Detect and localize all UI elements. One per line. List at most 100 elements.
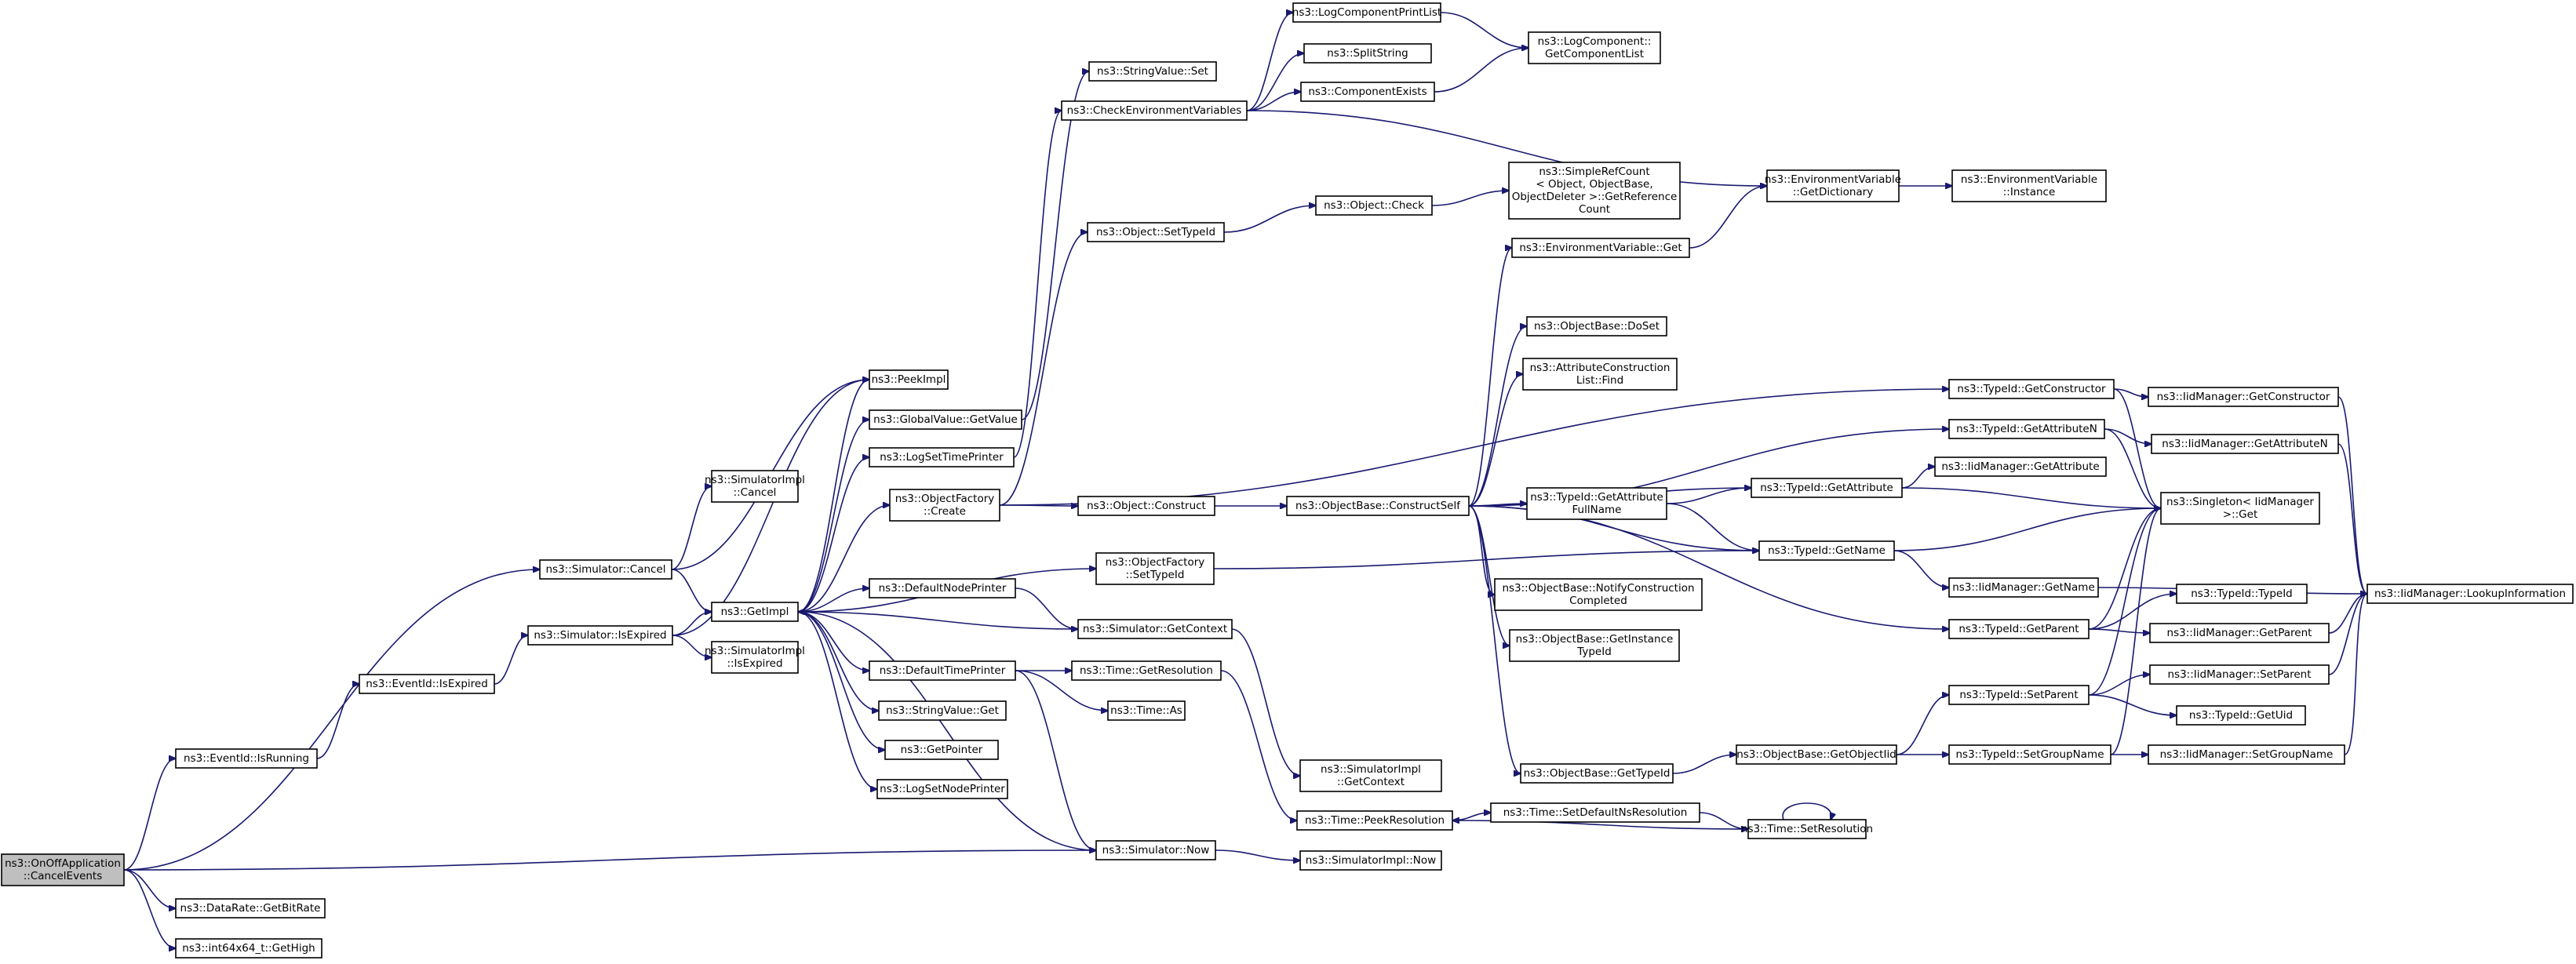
function-node[interactable]: ns3::SimulatorImpl::GetContext bbox=[1299, 759, 1442, 792]
function-node[interactable]: ns3::EnvironmentVariable::Instance bbox=[1951, 169, 2107, 202]
node-label: ns3::IidManager::LookupInformation bbox=[2374, 587, 2566, 600]
function-node[interactable]: ns3::Time::GetResolution bbox=[1071, 660, 1222, 681]
function-node[interactable]: ns3::DefaultNodePrinter bbox=[869, 578, 1016, 598]
node-label: ns3::ObjectBase::GetTypeId bbox=[1524, 767, 1671, 780]
function-node[interactable]: ns3::Simulator::IsExpired bbox=[527, 625, 673, 646]
function-node[interactable]: ns3::SplitString bbox=[1303, 43, 1432, 64]
function-node[interactable]: ns3::Object::SetTypeId bbox=[1087, 222, 1225, 242]
edge-n54-n60 bbox=[2088, 508, 2161, 696]
function-node[interactable]: ns3::IidManager::GetAttributeN bbox=[2151, 434, 2339, 454]
call-edge bbox=[1246, 13, 1293, 111]
function-node[interactable]: ns3::TypeId::GetConstructor bbox=[1948, 379, 2115, 399]
function-node[interactable]: ns3::Object::Construct bbox=[1077, 496, 1215, 516]
function-node[interactable]: ns3::SimulatorImpl::Cancel bbox=[705, 470, 805, 503]
function-node[interactable]: ns3::TypeId::GetName bbox=[1758, 540, 1895, 561]
function-node[interactable]: ns3::SimpleRefCount< Object, ObjectBase,… bbox=[1508, 162, 1681, 220]
function-node[interactable]: ns3::EnvironmentVariable::Get bbox=[1511, 238, 1690, 258]
node-box bbox=[1948, 685, 2090, 705]
edge-n24-n48 bbox=[1246, 110, 1767, 186]
function-node[interactable]: ns3::TypeId::TypeId bbox=[2176, 584, 2308, 604]
function-node[interactable]: ns3::IidManager::LookupInformation bbox=[2366, 584, 2574, 604]
function-node[interactable]: ns3::Simulator::Now bbox=[1095, 840, 1216, 860]
function-node[interactable]: ns3::LogComponent::GetComponentList bbox=[1528, 31, 1661, 64]
function-node[interactable]: ns3::Simulator::Cancel bbox=[539, 559, 672, 580]
call-edge bbox=[671, 569, 712, 612]
function-node[interactable]: ns3::StringValue::Set bbox=[1088, 61, 1217, 82]
node-box bbox=[889, 489, 1000, 522]
function-node[interactable]: ns3::StringValue::Get bbox=[878, 700, 1007, 721]
function-node[interactable]: ns3::ObjectFactory::SetTypeId bbox=[1095, 552, 1215, 585]
node-label: ns3::Object::Check bbox=[1324, 199, 1424, 212]
function-node[interactable]: ns3::IidManager::SetGroupName bbox=[2148, 744, 2345, 765]
node-box bbox=[1511, 238, 1690, 258]
function-node[interactable]: ns3::GetImpl bbox=[711, 602, 799, 622]
node-label: ns3::SimulatorImpl bbox=[705, 474, 805, 486]
function-node[interactable]: ns3::ObjectBase::GetObjectIid bbox=[1736, 744, 1897, 765]
function-node[interactable]: ns3::EventId::IsExpired bbox=[359, 674, 495, 694]
function-node[interactable]: ns3::ObjectBase::DoSet bbox=[1526, 316, 1667, 336]
call-edge bbox=[798, 612, 1097, 851]
call-edge bbox=[1468, 505, 1495, 595]
function-node[interactable]: ns3::GlobalValue::GetValue bbox=[869, 409, 1022, 430]
function-node[interactable]: ns3::ObjectBase::GetTypeId bbox=[1520, 763, 1674, 784]
node-box bbox=[175, 748, 318, 769]
function-node[interactable]: ns3::ObjectFactory::Create bbox=[889, 489, 1000, 522]
function-node[interactable]: ns3::EventId::IsRunning bbox=[175, 748, 318, 769]
node-label: ns3::TypeId::SetParent bbox=[1959, 689, 2078, 701]
function-node[interactable]: ns3::Object::Check bbox=[1315, 195, 1433, 216]
function-node[interactable]: ns3::Time::SetDefaultNsResolution bbox=[1490, 802, 1700, 823]
function-node[interactable]: ns3::IidManager::GetName bbox=[1948, 577, 2099, 598]
function-node[interactable]: ns3::ComponentExists bbox=[1300, 82, 1435, 102]
function-node[interactable]: ns3::Time::PeekResolution bbox=[1296, 810, 1453, 831]
function-node[interactable]: ns3::IidManager::GetAttribute bbox=[1934, 457, 2107, 477]
function-node[interactable]: ns3::PeekImpl bbox=[869, 369, 949, 390]
call-edge bbox=[1468, 248, 1512, 507]
edge-n2-n9 bbox=[316, 684, 359, 759]
function-node[interactable]: ns3::Time::As bbox=[1107, 700, 1186, 721]
function-node[interactable]: ns3::ObjectBase::ConstructSelf bbox=[1286, 496, 1470, 516]
function-node[interactable]: ns3::EnvironmentVariable::GetDictionary bbox=[1765, 169, 1901, 202]
call-edge bbox=[797, 420, 869, 613]
function-node[interactable]: ns3::TypeId::GetAttributeN bbox=[1948, 419, 2105, 439]
function-node[interactable]: ns3::IidManager::GetConstructor bbox=[2148, 387, 2339, 407]
node-box bbox=[1747, 819, 1867, 839]
function-node[interactable]: ns3::Time::SetResolution bbox=[1741, 819, 1873, 839]
node-label: ns3::LogSetTimePrinter bbox=[880, 451, 1004, 464]
function-node[interactable]: ns3::TypeId::GetParent bbox=[1948, 619, 2090, 639]
function-node[interactable]: ns3::IidManager::SetParent bbox=[2149, 664, 2330, 685]
function-node[interactable]: ns3::CheckEnvironmentVariables bbox=[1061, 100, 1248, 121]
function-node[interactable]: ns3::int64x64_t::GetHigh bbox=[175, 938, 322, 959]
function-node[interactable]: ns3::DataRate::GetBitRate bbox=[175, 898, 326, 919]
function-node[interactable]: ns3::LogSetTimePrinter bbox=[869, 447, 1015, 467]
edge-n46-n47 bbox=[1672, 755, 1736, 774]
function-node[interactable]: ns3::Singleton< IidManager>::Get bbox=[2160, 492, 2320, 525]
function-node[interactable]: ns3::IidManager::GetParent bbox=[2149, 623, 2330, 643]
function-node[interactable]: ns3::TypeId::GetAttribute bbox=[1751, 478, 1903, 498]
function-node[interactable]: ns3::DefaultTimePrinter bbox=[869, 660, 1016, 681]
node-box bbox=[869, 409, 1022, 430]
node-box bbox=[1951, 169, 2107, 202]
node-box bbox=[539, 559, 672, 580]
function-node[interactable]: ns3::ObjectBase::NotifyConstructionCompl… bbox=[1494, 578, 1703, 611]
edge-n30-n36 bbox=[1452, 813, 1491, 821]
node-label: ns3::TypeId::GetAttribute bbox=[1530, 491, 1663, 504]
function-node[interactable]: ns3::TypeId::SetGroupName bbox=[1948, 744, 2111, 765]
edge-n43-n52 bbox=[1666, 503, 1759, 551]
function-node[interactable]: ns3::LogSetNodePrinter bbox=[876, 779, 1008, 799]
function-node[interactable]: ns3::SimulatorImpl::IsExpired bbox=[705, 641, 805, 674]
edge-n0-n2 bbox=[123, 758, 176, 871]
function-node[interactable]: ns3::TypeId::SetParent bbox=[1948, 685, 2090, 705]
function-node[interactable]: ns3::Simulator::GetContext bbox=[1077, 619, 1233, 639]
function-node[interactable]: ns3::SimulatorImpl::Now bbox=[1299, 850, 1442, 871]
call-edge bbox=[1015, 587, 1078, 629]
node-box bbox=[1948, 379, 2115, 399]
function-node[interactable]: ns3::GetPointer bbox=[884, 740, 999, 760]
edge-n49-n57 bbox=[2113, 388, 2148, 397]
function-node[interactable]: ns3::LogComponentPrintList bbox=[1292, 2, 1441, 23]
function-node[interactable]: ns3::TypeId::GetUid bbox=[2176, 705, 2306, 726]
node-box bbox=[1088, 61, 1217, 82]
node-label: ns3::Time::SetDefaultNsResolution bbox=[1503, 806, 1688, 819]
